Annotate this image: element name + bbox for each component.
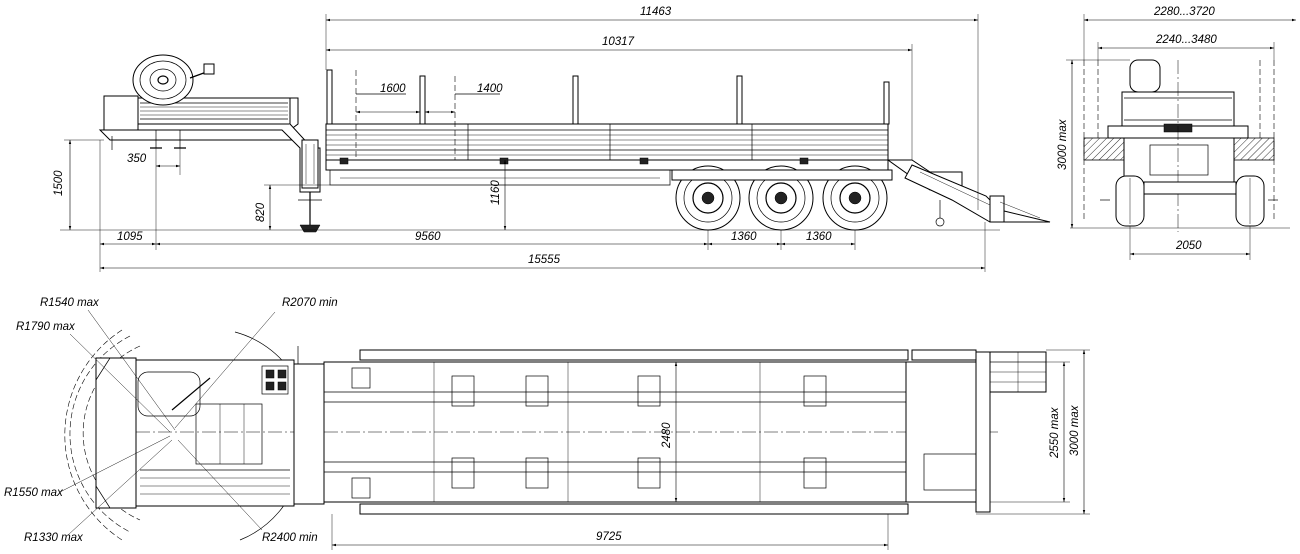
dim-radius-1540: R1540 max	[40, 297, 100, 309]
dim-axle-spacing-1: 1360	[731, 231, 757, 243]
dim-deck-height: 1160	[490, 180, 502, 205]
dim-radius-1550: R1550 max	[4, 487, 64, 499]
dim-rear-track-width: 2050	[1175, 240, 1202, 252]
dim-radius-2400: R2400 min	[262, 532, 318, 544]
wheel-icon	[822, 165, 888, 231]
dim-rear-width-outer: 2280...3720	[1153, 6, 1215, 18]
dim-deck-length-top: 9725	[596, 531, 622, 543]
top-dimensions: R1540 max R1790 max R2070 min R1550 max …	[4, 297, 1090, 550]
spare-wheel-icon	[132, 54, 215, 106]
dim-radius-1790: R1790 max	[16, 321, 76, 333]
dim-radius-2070: R2070 min	[282, 297, 338, 309]
dim-wheelbase: 9560	[415, 231, 441, 243]
dim-platform-width: 2480	[661, 422, 673, 449]
dim-width-3000: 3000 max	[1069, 404, 1081, 456]
dim-total-length: 15555	[528, 254, 561, 266]
gooseneck	[98, 54, 322, 233]
dim-width-2550: 2550 max	[1049, 406, 1061, 459]
wheel-icon	[1115, 175, 1145, 227]
wheel-group	[671, 165, 893, 231]
wheel-icon	[748, 165, 814, 231]
wheel-icon	[1235, 175, 1265, 227]
top-view: R1540 max R1790 max R2070 min R1550 max …	[4, 297, 1090, 550]
dim-axle-spacing-2: 1360	[806, 231, 832, 243]
rear-view: 2280...3720 2240...3480 3000 max 2050	[1057, 6, 1296, 260]
side-view: 11463 10317 1600 1400 350 1500	[53, 6, 1051, 272]
dim-overall-length: 11463	[640, 6, 672, 18]
dim-stake-spacing-front: 1600	[380, 83, 406, 95]
wheel-icon	[675, 165, 741, 231]
side-dimensions: 11463 10317 1600 1400 350 1500	[53, 6, 986, 272]
dim-gooseneck-height: 1500	[53, 170, 65, 196]
dim-rear-width-inner: 2240...3480	[1155, 34, 1217, 46]
dim-radius-1330: R1330 max	[24, 532, 84, 544]
dim-deck-length: 10317	[602, 36, 635, 48]
dim-front-axle-offset: 1095	[117, 231, 143, 243]
dim-front-overhang: 350	[127, 153, 147, 165]
dim-platform-height: 820	[255, 202, 267, 222]
platform-deck	[325, 69, 890, 186]
rear-ramp	[886, 159, 1051, 227]
dim-stake-spacing-mid: 1400	[477, 83, 503, 95]
dim-rear-height: 3000 max	[1057, 118, 1069, 170]
